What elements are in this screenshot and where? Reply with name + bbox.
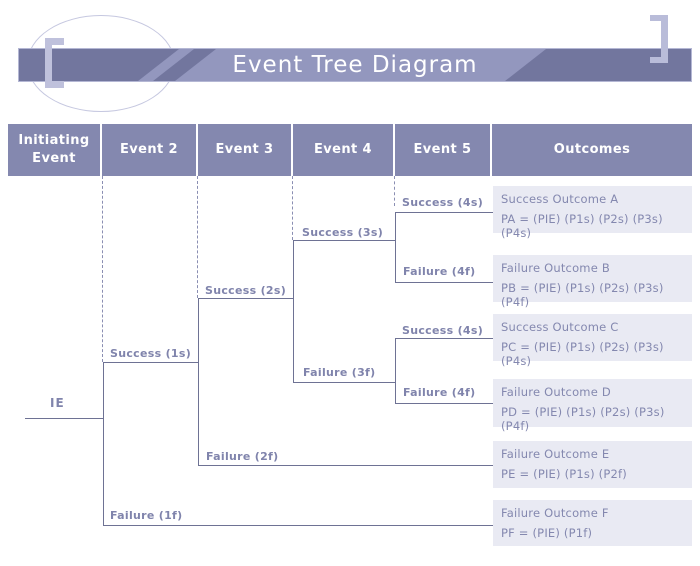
branch-junction-line-4-top (395, 212, 396, 282)
outcome-label: Success Outcome A (501, 192, 619, 206)
outcome-formula: PF = (PIE) (P1f) (501, 526, 593, 540)
outcome-formula: PE = (PIE) (P1s) (P2f) (501, 467, 627, 481)
initiating-event-label: IE (50, 396, 65, 410)
branch-line-success-3s (293, 240, 395, 241)
branch-line-failure-4f-bottom (395, 403, 493, 404)
branch-label-failure-3f: Failure (3f) (303, 366, 376, 379)
left-bracket-icon (45, 38, 64, 88)
branch-junction-line-3 (293, 240, 294, 382)
title-banner: Event Tree Diagram (18, 48, 692, 82)
outcome-formula: PC = (PIE) (P1s) (P2s) (P3s) (P4s) (501, 340, 664, 368)
outcome-box-e: Failure Outcome E PE = (PIE) (P1s) (P2f) (493, 441, 692, 488)
outcome-label: Success Outcome C (501, 320, 619, 334)
branch-label-success-3s: Success (3s) (302, 226, 384, 239)
outcome-label: Failure Outcome F (501, 506, 609, 520)
branch-line-failure-1f (103, 525, 493, 526)
outcome-formula: PB = (PIE) (P1s) (P2s) (P3s) (P4f) (501, 281, 664, 309)
branch-line-failure-3f (293, 382, 395, 383)
branch-label-failure-4f-bottom: Failure (4f) (403, 386, 476, 399)
branch-label-failure-2f: Failure (2f) (206, 450, 279, 463)
outcome-label: Failure Outcome D (501, 385, 611, 399)
column-header-event-4: Event 4 (293, 124, 395, 176)
branch-line-success-2s (198, 298, 293, 299)
outcome-label: Failure Outcome E (501, 447, 610, 461)
outcome-box-d: Failure Outcome D PD = (PIE) (P1s) (P2s)… (493, 379, 692, 433)
column-guide-dashed-line (102, 176, 103, 362)
column-guide-dashed-line (197, 176, 198, 298)
branch-label-success-4s-bottom: Success (4s) (402, 324, 484, 337)
branch-line-failure-2f (198, 465, 493, 466)
branch-label-success-1s: Success (1s) (110, 347, 192, 360)
column-guide-dashed-line (394, 176, 395, 206)
branch-line-success-4s-top (395, 212, 493, 213)
branch-line-success-4s-bottom (395, 338, 493, 339)
branch-junction-line-4-bottom (395, 338, 396, 403)
column-guide-dashed-line (292, 176, 293, 240)
initiating-event-line (25, 418, 103, 419)
outcome-formula: PA = (PIE) (P1s) (P2s) (P3s) (P4s) (501, 212, 663, 240)
column-header-event-3: Event 3 (198, 124, 293, 176)
branch-label-failure-4f-top: Failure (4f) (403, 265, 476, 278)
outcome-box-c: Success Outcome C PC = (PIE) (P1s) (P2s)… (493, 314, 692, 368)
branch-label-failure-1f: Failure (1f) (110, 509, 183, 522)
page-title: Event Tree Diagram (232, 52, 478, 78)
column-header-row: Initiating Event Event 2 Event 3 Event 4… (8, 124, 692, 176)
outcome-label: Failure Outcome B (501, 261, 610, 275)
branch-label-success-2s: Success (2s) (205, 284, 287, 297)
branch-line-failure-4f-top (395, 282, 493, 283)
outcome-box-f: Failure Outcome F PF = (PIE) (P1f) (493, 500, 692, 546)
column-header-outcomes: Outcomes (492, 124, 692, 176)
branch-junction-line-1 (103, 362, 104, 525)
right-bracket-icon (650, 15, 668, 63)
branch-label-success-4s-top: Success (4s) (402, 196, 484, 209)
outcome-box-b: Failure Outcome B PB = (PIE) (P1s) (P2s)… (493, 255, 692, 309)
outcome-formula: PD = (PIE) (P1s) (P2s) (P3s) (P4f) (501, 405, 665, 433)
column-header-initiating-event: Initiating Event (8, 124, 102, 176)
column-header-event-2: Event 2 (102, 124, 198, 176)
branch-junction-line-2 (198, 298, 199, 465)
branch-line-success-1s (103, 362, 198, 363)
column-header-event-5: Event 5 (395, 124, 492, 176)
outcome-box-a: Success Outcome A PA = (PIE) (P1s) (P2s)… (493, 186, 692, 240)
